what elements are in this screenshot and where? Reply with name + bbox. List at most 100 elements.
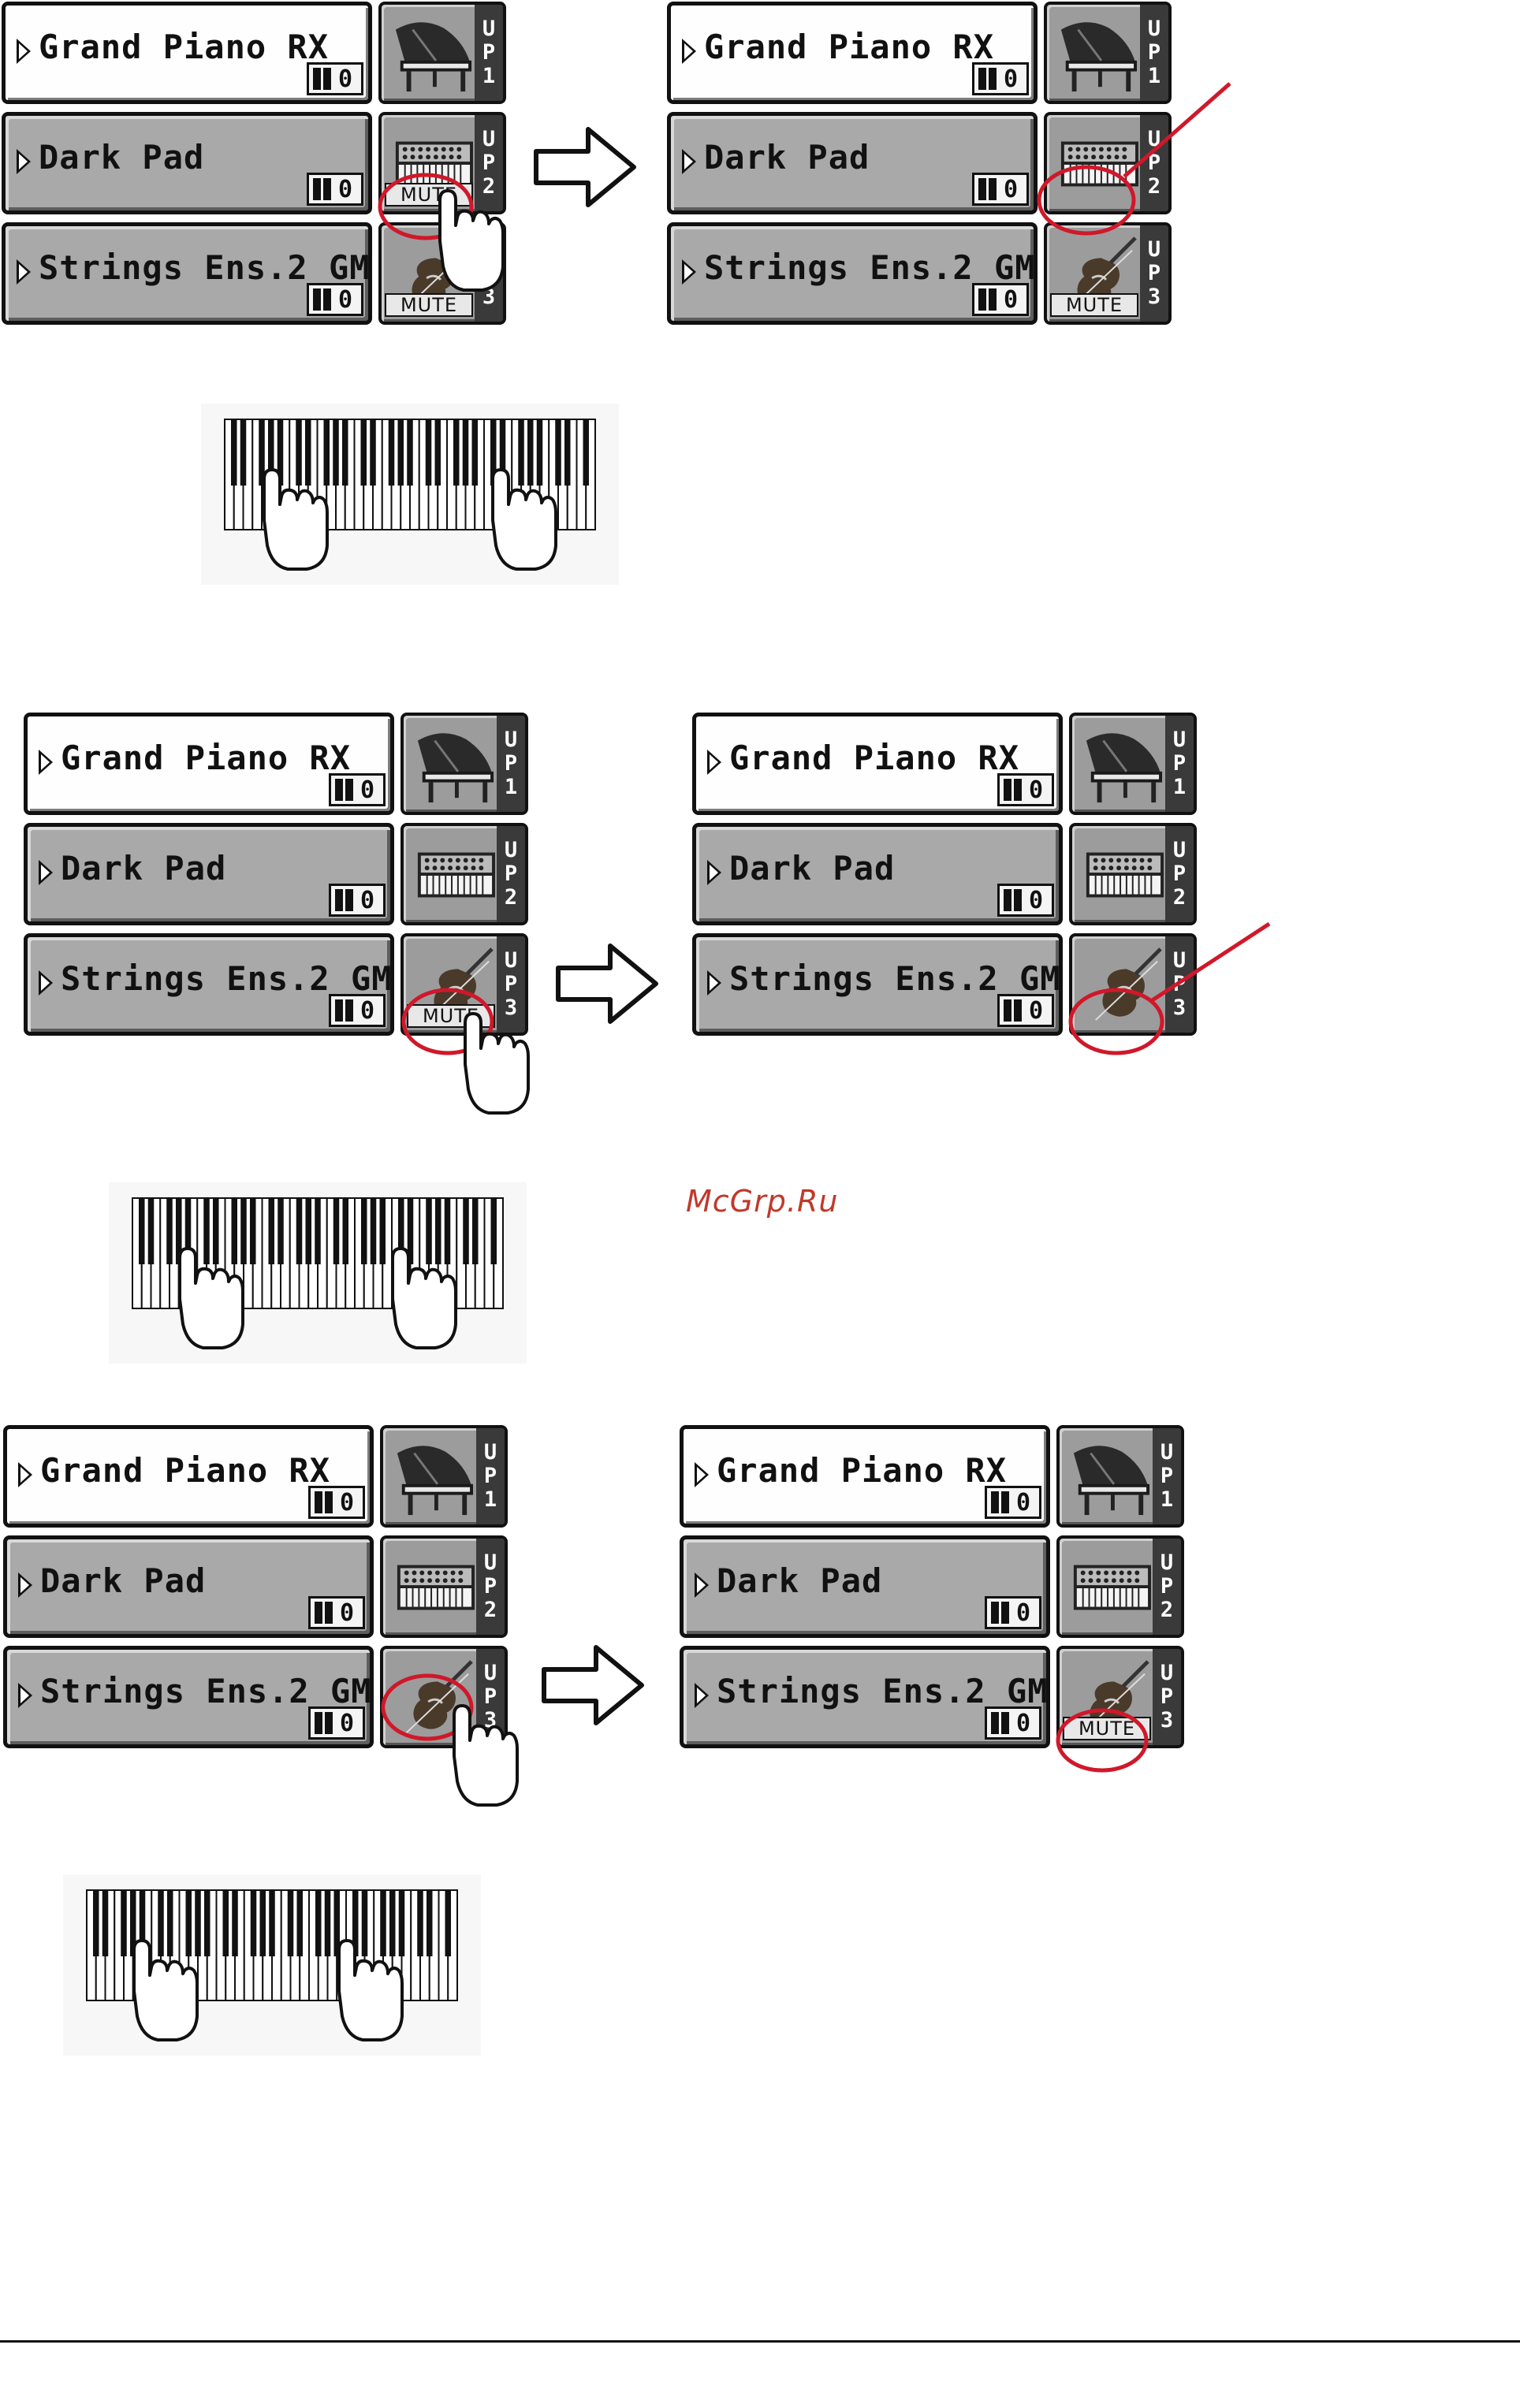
black-key (240, 1198, 247, 1264)
track-grand-piano[interactable]: Grand Piano RX 0 (3, 1425, 374, 1528)
track-name: Dark Pad (704, 138, 870, 177)
track-dark-pad[interactable]: Dark Pad 0 (3, 1535, 374, 1638)
track-strings[interactable]: Strings Ens.2 GM 0 (667, 222, 1038, 325)
black-key (231, 1198, 238, 1264)
track-dark-pad[interactable]: Dark Pad 0 (692, 823, 1063, 925)
octave-box: 0 (329, 884, 386, 917)
black-key (388, 419, 395, 486)
black-key (296, 419, 302, 486)
track-grand-piano[interactable]: Grand Piano RX 0 (692, 713, 1063, 815)
black-key (296, 1890, 304, 1956)
octave-box: 0 (985, 1596, 1041, 1629)
synth-keyboard-icon (1072, 1564, 1152, 1611)
black-key (398, 1890, 405, 1956)
grand-piano-icon (394, 20, 473, 93)
black-key (304, 419, 311, 486)
black-key (360, 419, 367, 486)
black-key (445, 1890, 452, 1956)
track-grand-piano[interactable]: Grand Piano RX 0 (2, 2, 372, 104)
black-key (490, 419, 497, 486)
black-key (184, 1198, 192, 1264)
black-key (407, 1198, 414, 1264)
black-key (212, 1198, 219, 1264)
mute-indicator: MUTE (385, 183, 473, 207)
keyboard-hands-illustration (63, 1874, 481, 2056)
track-strings[interactable]: Strings Ens.2 GM 0 (2, 222, 372, 325)
track-name: Grand Piano RX (717, 1451, 1008, 1490)
grand-piano-icon (1085, 731, 1164, 804)
grand-piano-icon (1072, 1444, 1151, 1517)
track-dark-pad[interactable]: Dark Pad 0 (2, 112, 372, 214)
play-triangle-icon (682, 149, 696, 174)
grand-piano-icon (396, 1444, 475, 1517)
track-grand-piano[interactable]: Grand Piano RX 0 (24, 713, 394, 815)
black-key (315, 1198, 321, 1264)
track-name: Strings Ens.2 GM (61, 959, 393, 998)
play-triangle-icon (17, 149, 31, 174)
black-key (175, 1198, 182, 1264)
track-name: Grand Piano RX (704, 28, 995, 66)
black-key (121, 1890, 127, 1956)
track-dark-pad[interactable]: Dark Pad 0 (24, 823, 394, 925)
track-name: Dark Pad (729, 849, 896, 888)
black-key (203, 1890, 210, 1956)
mute-indicator: MUTE (1063, 1717, 1151, 1740)
piano-keys (224, 419, 596, 530)
right-arrow-icon (533, 120, 639, 214)
black-key (324, 1890, 331, 1956)
track-dark-pad[interactable]: Dark Pad 0 (667, 112, 1038, 214)
play-triangle-icon (18, 1462, 32, 1487)
track-strings[interactable]: Strings Ens.2 GM 0 (3, 1646, 374, 1748)
synth-keyboard-icon (396, 1564, 475, 1611)
black-key (287, 1890, 294, 1956)
black-key (92, 1890, 99, 1956)
track-name: Strings Ens.2 GM (717, 1672, 1049, 1710)
track-name: Grand Piano RX (39, 28, 330, 66)
track-strings[interactable]: Strings Ens.2 GM 0 (692, 933, 1063, 1036)
black-key (240, 419, 247, 486)
track-strings[interactable]: Strings Ens.2 GM 0 (680, 1646, 1050, 1748)
right-arrow-icon (541, 1638, 646, 1732)
track-name: Strings Ens.2 GM (39, 248, 371, 287)
black-key (417, 1890, 423, 1956)
black-key (434, 1198, 441, 1264)
black-key (232, 1890, 238, 1956)
synth-keyboard-icon (416, 851, 496, 899)
black-key (305, 1198, 312, 1264)
track-strings[interactable]: Strings Ens.2 GM 0 (24, 933, 394, 1036)
black-key (463, 1198, 469, 1264)
black-key (425, 419, 432, 486)
octave-box: 0 (308, 1596, 365, 1629)
track-grand-piano[interactable]: Grand Piano RX 0 (680, 1425, 1050, 1528)
play-triangle-icon (707, 970, 721, 996)
track-grand-piano[interactable]: Grand Piano RX 0 (667, 2, 1038, 104)
play-triangle-icon (682, 39, 696, 64)
track-dark-pad[interactable]: Dark Pad 0 (680, 1535, 1050, 1638)
